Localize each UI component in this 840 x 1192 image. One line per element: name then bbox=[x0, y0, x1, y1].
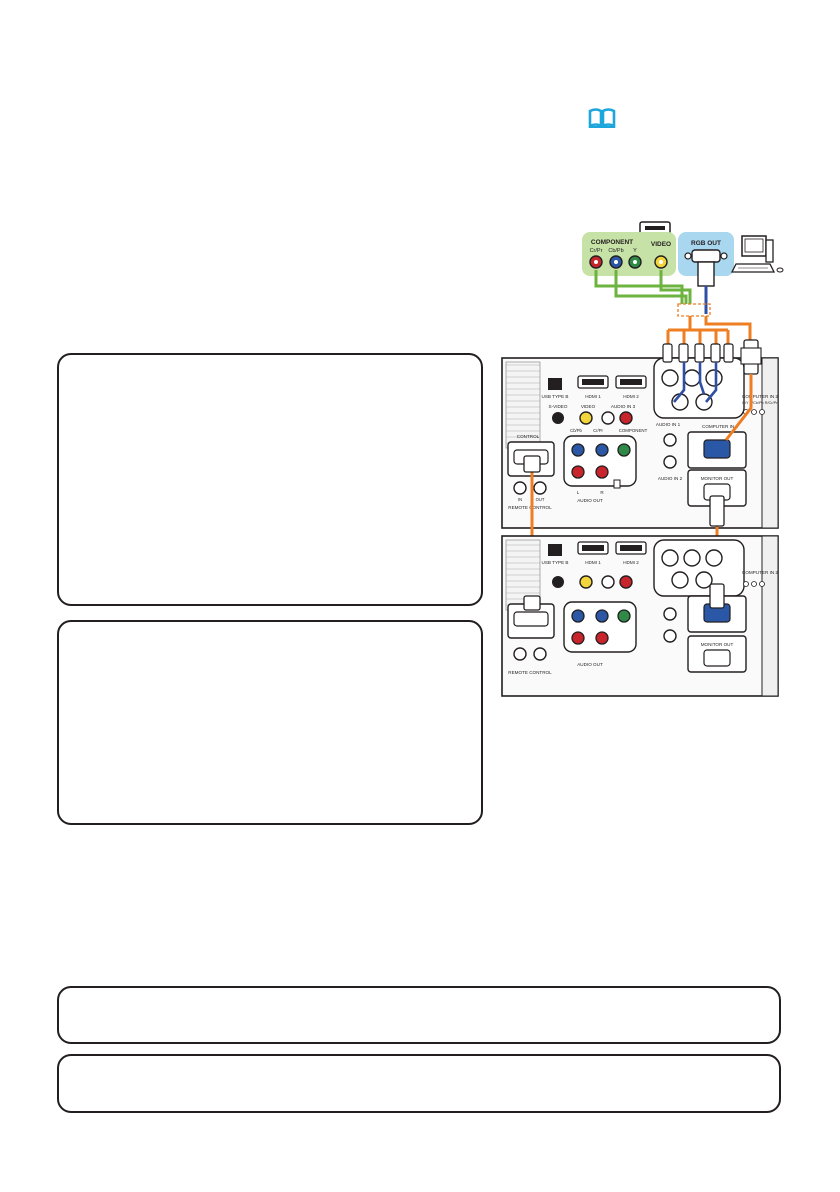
video-label: VIDEO bbox=[651, 241, 671, 248]
remote-out-label: OUT bbox=[536, 497, 545, 502]
note-box-4 bbox=[57, 1054, 781, 1113]
orange-cables bbox=[666, 316, 752, 344]
s-video-label: S-VIDEO bbox=[549, 404, 568, 409]
rgb-out-connector bbox=[684, 249, 728, 287]
projector-1: USB TYPE B HDMI 1 HDMI 2 S-VIDEO VIDEO A… bbox=[501, 357, 779, 529]
remote-in-label: IN bbox=[518, 497, 522, 502]
monitor-out-label-2: MONITOR OUT bbox=[701, 642, 734, 647]
note-box-3 bbox=[57, 986, 781, 1044]
cb-pb-label: Cb/Pb bbox=[608, 248, 623, 254]
computer-in2-label: COMPUTER IN 2 bbox=[742, 394, 778, 399]
usb-type-b-label: USB TYPE B bbox=[542, 394, 569, 399]
dvd-player-icon bbox=[639, 221, 671, 235]
audio-l-label: L bbox=[577, 490, 580, 495]
monitor-out-label: MONITOR OUT bbox=[701, 476, 734, 481]
audio-r-label: R bbox=[600, 490, 604, 495]
source-jacks bbox=[589, 255, 668, 269]
remote-control-label-2: REMOTE CONTROL bbox=[508, 670, 552, 675]
component-port-label: COMPONENT bbox=[619, 428, 648, 433]
projector-2: USB TYPE B HDMI 1 HDMI 2 AUDIO OUT REMOT… bbox=[501, 535, 779, 697]
hdmi1-label: HDMI 1 bbox=[585, 394, 601, 399]
audio-in2-label: AUDIO IN 2 bbox=[658, 476, 683, 481]
cr-pr-label: Cr/Pr bbox=[590, 248, 603, 254]
computer-in2-sub-label: G/Y B/Cb/Pb R/Cr/Pr bbox=[742, 401, 778, 405]
book-reference-icon bbox=[588, 108, 616, 128]
connection-diagram: COMPONENT Cr/Pr Cb/Pb Y VIDEO RGB OUT bbox=[501, 221, 784, 697]
blue-adapter-cables bbox=[673, 362, 718, 403]
rca-plugs bbox=[662, 343, 734, 363]
control-label: CONTROL bbox=[517, 434, 540, 439]
hdmi2-label-2: HDMI 2 bbox=[623, 560, 639, 565]
audio-in1-label: AUDIO IN 1 bbox=[656, 422, 681, 427]
computer-in1-cable bbox=[724, 374, 753, 441]
cb-pb-port-label: Cb/Pb bbox=[570, 428, 582, 433]
vga-plug bbox=[740, 339, 762, 375]
component-label: COMPONENT bbox=[591, 239, 633, 246]
audio-out-label-2: AUDIO OUT bbox=[577, 662, 603, 667]
hdmi1-label-2: HDMI 1 bbox=[585, 560, 601, 565]
component-cables bbox=[594, 270, 692, 304]
note-box-1 bbox=[57, 353, 483, 606]
component-panel bbox=[582, 232, 676, 276]
remote-control-label: REMOTE CONTROL bbox=[508, 505, 552, 510]
computer-in1-label: COMPUTER IN 1 bbox=[702, 424, 738, 429]
cable-junction bbox=[677, 303, 711, 317]
note-box-2 bbox=[57, 620, 483, 825]
cr-pr-port-label: Cr/Pr bbox=[593, 428, 603, 433]
rgb-out-label: RGB OUT bbox=[691, 240, 721, 247]
audio-out-label: AUDIO OUT bbox=[577, 498, 603, 503]
hdmi2-label: HDMI 2 bbox=[623, 394, 639, 399]
usb-type-b-label-2: USB TYPE B bbox=[542, 560, 569, 565]
computer-icon bbox=[730, 235, 784, 273]
computer-in2-label-2: COMPUTER IN 2 bbox=[742, 570, 778, 575]
y-label: Y bbox=[633, 248, 637, 254]
audio-in3-label: AUDIO IN 3 bbox=[611, 404, 636, 409]
video-port-label: VIDEO bbox=[581, 404, 596, 409]
